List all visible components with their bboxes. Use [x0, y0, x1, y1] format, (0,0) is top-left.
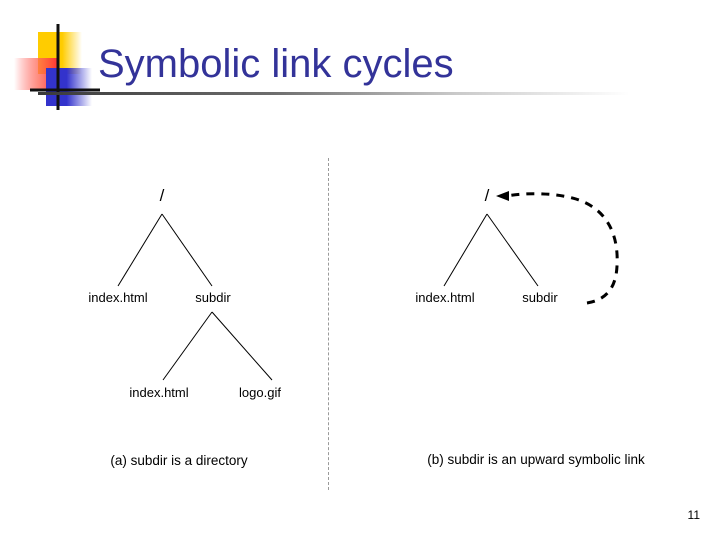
- edge-b-root-to-index: [443, 213, 488, 287]
- panel-a-node-index-html-2: index.html: [129, 385, 189, 400]
- edge-a-subdir-to-logo: [211, 311, 273, 381]
- edge-a-root-to-subdir: [161, 213, 213, 287]
- page-title: Symbolic link cycles: [98, 42, 454, 86]
- panel-a-caption: (a) subdir is a directory: [110, 453, 248, 468]
- logo-blue-square: [46, 68, 92, 106]
- edge-a-root-to-index: [117, 213, 163, 287]
- panel-b-root-label: /: [484, 186, 490, 205]
- panel-a-root-label: /: [159, 186, 165, 205]
- page-number: 11: [687, 508, 700, 522]
- symlink-arrow-head: [496, 191, 509, 201]
- edge-b-root-to-subdir: [486, 213, 539, 287]
- symlink-arrow-curve: [505, 192, 619, 305]
- panel-b-node-subdir: subdir: [522, 290, 558, 305]
- decorative-logo-mark: [14, 24, 100, 110]
- panel-a-node-logo-gif: logo.gif: [239, 385, 281, 400]
- edge-a-subdir-to-index: [162, 311, 213, 381]
- panel-b-caption: (b) subdir is an upward symbolic link: [427, 452, 645, 467]
- title-underline-rule: [38, 92, 710, 95]
- panel-divider: [328, 158, 329, 490]
- panel-b-node-index-html: index.html: [415, 290, 475, 305]
- panel-a-node-subdir: subdir: [195, 290, 231, 305]
- panel-a-node-index-html: index.html: [88, 290, 148, 305]
